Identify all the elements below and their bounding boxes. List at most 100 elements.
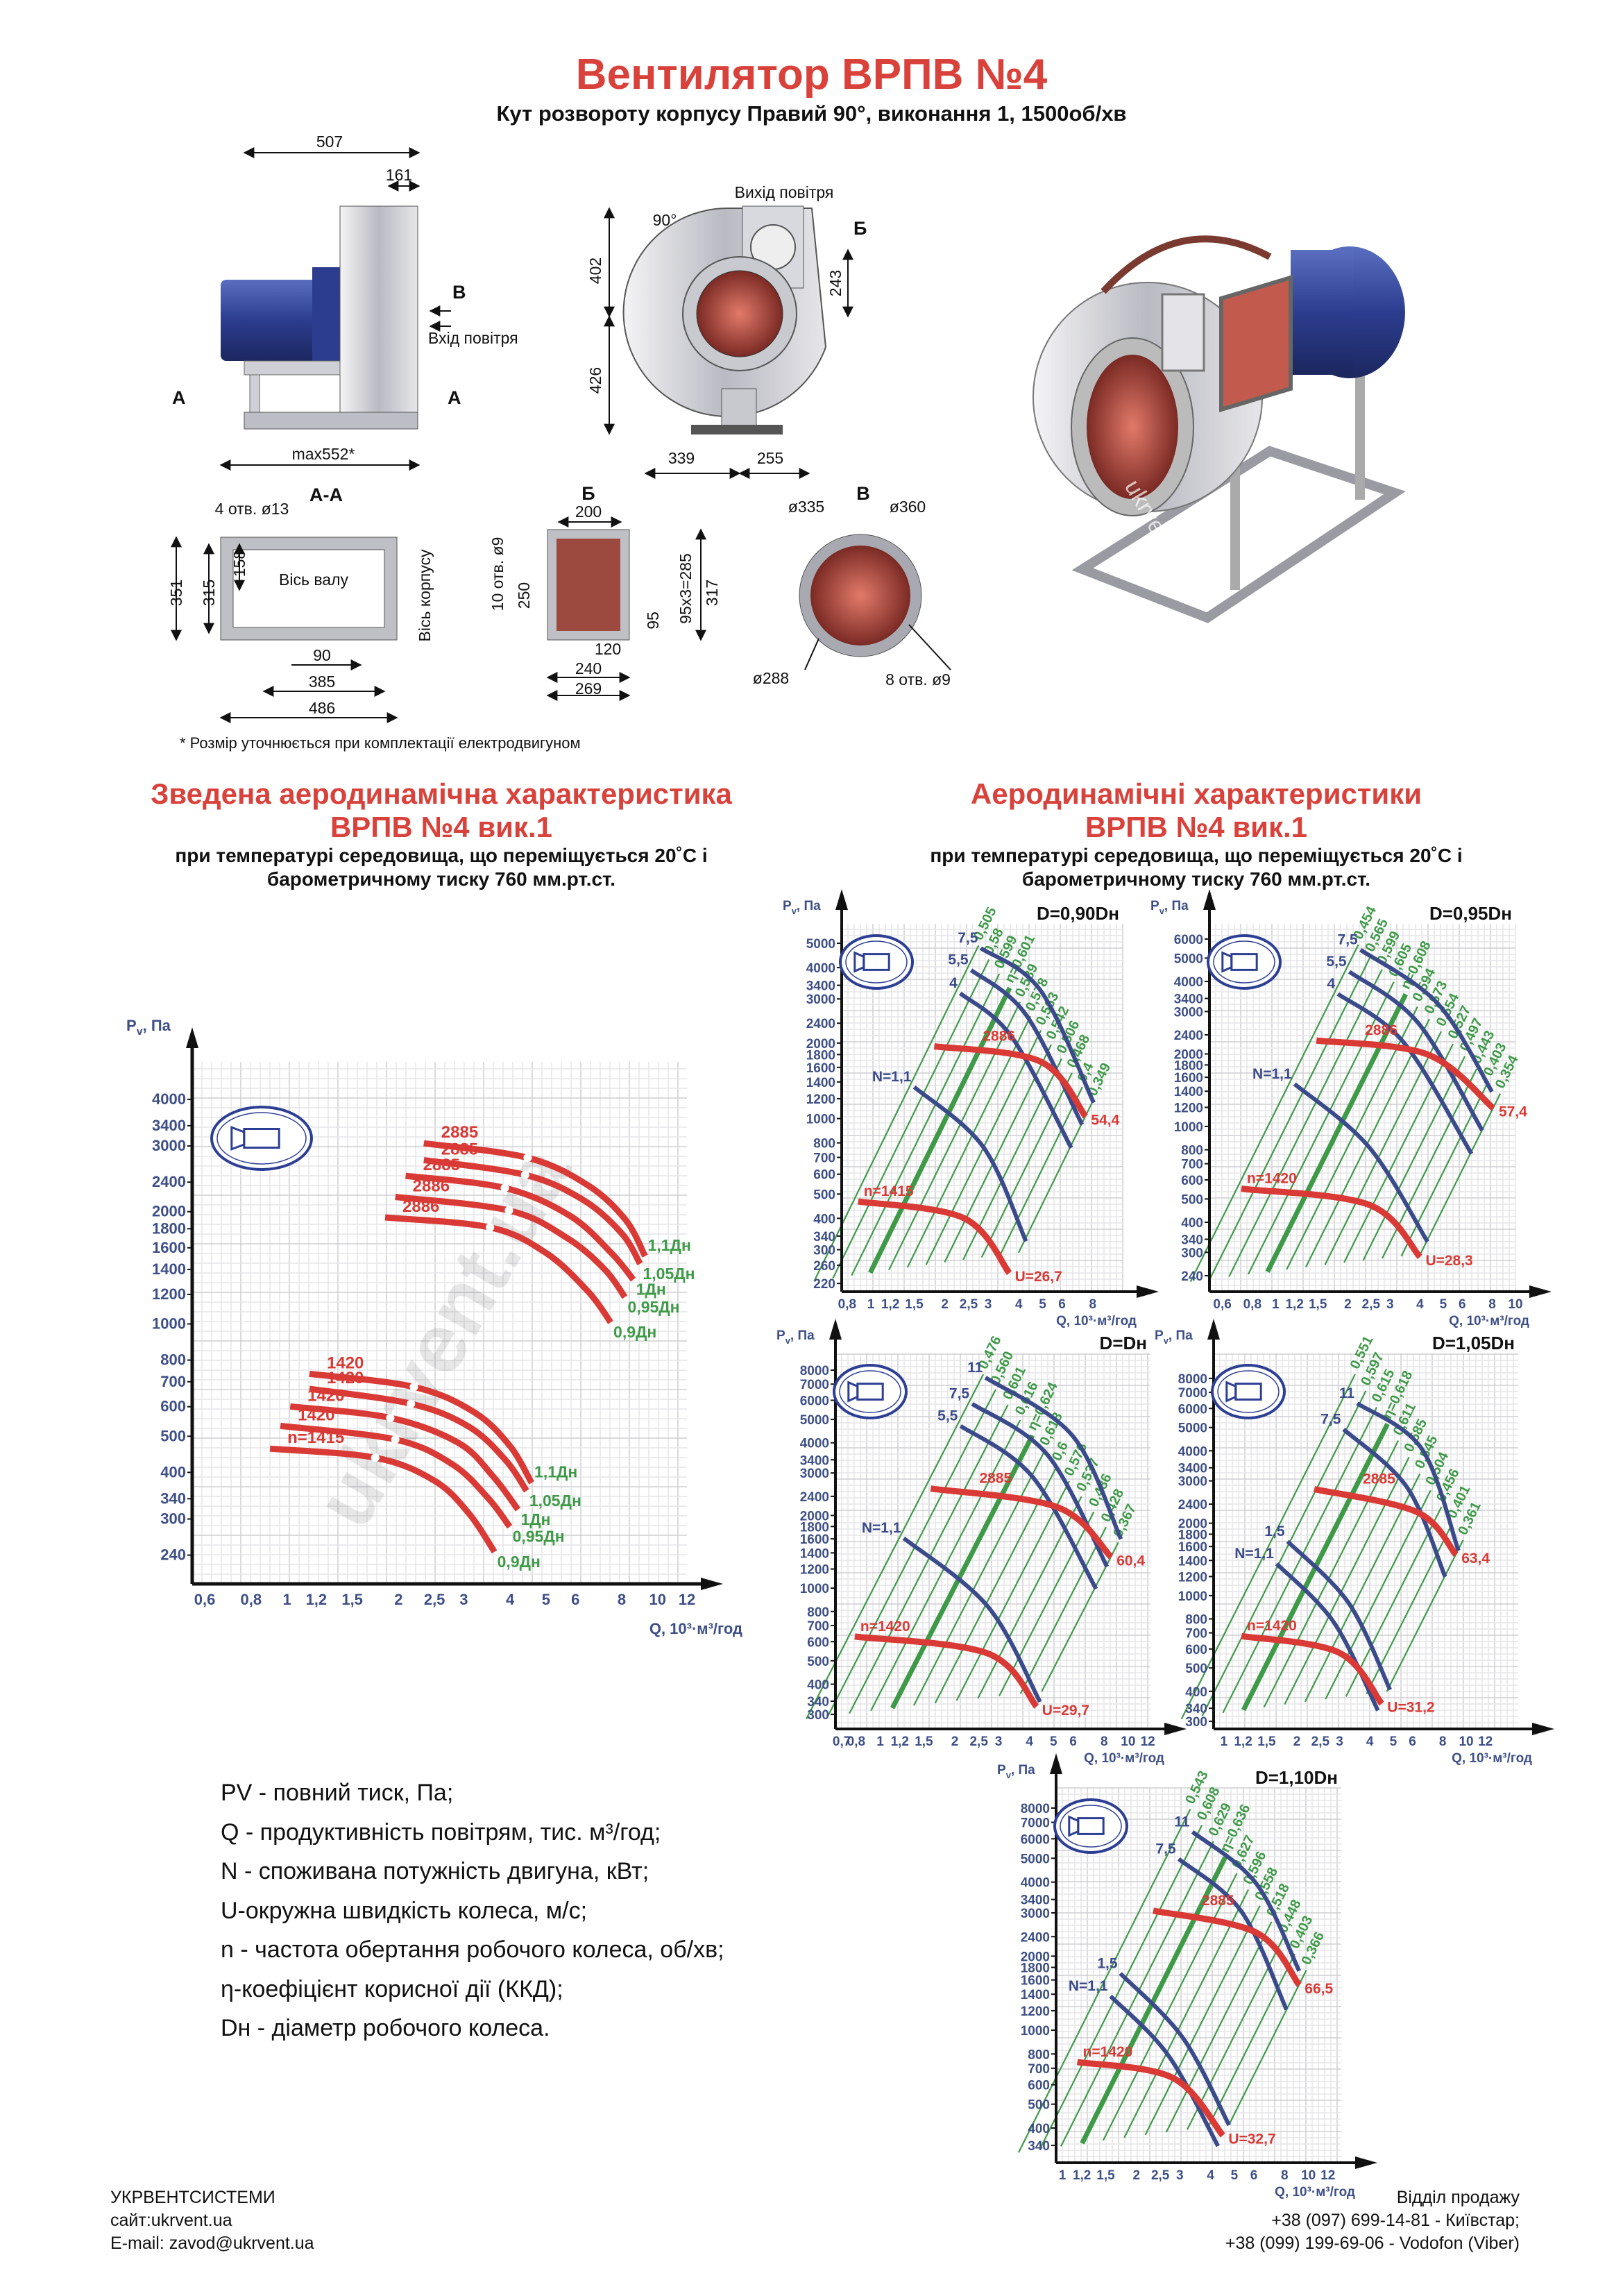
performance-curve <box>423 1140 648 1258</box>
footnote: * Розмір уточнюється при комплектації ел… <box>180 734 581 752</box>
section-aa-title: А-А <box>309 484 343 505</box>
y-axis-arrow-icon <box>1207 1319 1220 1340</box>
power-label: 5,5 <box>1326 954 1347 970</box>
dimension-158: 158 <box>230 550 248 577</box>
x-tick-label: 2 <box>1132 2168 1140 2183</box>
y-tick-label: 1400 <box>1174 1085 1203 1099</box>
lab-stamp-logo <box>1211 1364 1286 1419</box>
x-tick-label: 6 <box>571 1591 579 1608</box>
efficiency-line <box>999 1511 1095 1696</box>
y-tick-label: 800 <box>1181 1144 1203 1158</box>
efficiency-line <box>1180 1374 1356 1720</box>
speed-label: 2885 <box>441 1140 478 1158</box>
efficiency-line <box>934 1465 1058 1704</box>
y-tick-label: 5000 <box>806 937 835 952</box>
x-tick-label: 1,5 <box>915 1734 933 1749</box>
y-tick-label: 1600 <box>806 1061 835 1076</box>
dimension-486: 486 <box>309 699 335 717</box>
power-curve <box>1191 1830 1301 1973</box>
y-tick-label: 2000 <box>1021 1950 1050 1964</box>
dimension-269: 269 <box>575 679 602 698</box>
x-tick-label: 3 <box>995 1734 1003 1749</box>
dimension-d288: ø288 <box>753 669 789 687</box>
dimension-351: 351 <box>167 580 185 606</box>
speed-label: 2885 <box>441 1123 478 1142</box>
phone-vodafone[interactable]: +38 (099) 199-69-06 - Vodofon (Viber) <box>1225 2234 1520 2253</box>
section-b: Б 200 10 отв. ø9 250 95 95x3=285 317 120… <box>488 483 721 701</box>
power-label: 5,5 <box>937 1408 958 1424</box>
x-tick-label: 0,8 <box>1243 1297 1261 1312</box>
efficiency-line <box>1345 1506 1443 1697</box>
x-axis-arrow-icon <box>1532 1723 1554 1735</box>
y-tick-label: 1600 <box>1174 1071 1203 1086</box>
speed-label: 2886 <box>402 1197 439 1216</box>
x-tick-label: 1 <box>876 1734 884 1749</box>
x-tick-label: 5 <box>1440 1297 1447 1312</box>
y-tick-label: 4000 <box>800 1437 829 1451</box>
power-label: 11 <box>1174 1814 1190 1830</box>
efficiency-line <box>832 959 990 1279</box>
y-tick-label: 240 <box>160 1546 186 1564</box>
x-axis-label: Q, 10³·м³/год <box>649 1620 742 1637</box>
legend-item-dn: Dн - діаметр робочого колеса. <box>221 2015 550 2041</box>
speed-label: 2886 <box>1365 1022 1397 1038</box>
performance-curve <box>309 1385 529 1493</box>
x-tick-label: 1,2 <box>1234 1734 1252 1749</box>
dimension-243: 243 <box>826 270 844 296</box>
speed-label: 1420 <box>327 1353 364 1372</box>
x-tick-label: 1,5 <box>1309 1297 1327 1312</box>
efficiency-line <box>955 1480 1070 1701</box>
operating-point <box>386 1413 395 1422</box>
y-tick-label: 700 <box>1028 2062 1050 2077</box>
efficiency-line <box>1362 1056 1466 1261</box>
y-tick-label: 4000 <box>1178 1444 1207 1459</box>
efficiency-line <box>1019 1526 1107 1694</box>
chart-title: D=Dн <box>1100 1333 1147 1353</box>
power-curve <box>1342 1428 1447 1578</box>
y-tick-label: 8000 <box>1021 1802 1050 1816</box>
operating-point <box>504 1206 513 1215</box>
diameter-label: 0,95Дн <box>628 1298 680 1316</box>
email-link[interactable]: E-mail: zavod@ukrvent.ua <box>110 2234 314 2253</box>
x-tick-label: 1 <box>1221 1734 1228 1749</box>
y-axis-arrow-icon <box>1050 1753 1062 1774</box>
x-tick-label: 10 <box>1459 1734 1473 1749</box>
diameter-label: 1Дн <box>636 1281 666 1299</box>
x-tick-label: 1 <box>867 1297 875 1312</box>
tip-speed-label: U=31,2 <box>1387 1700 1434 1716</box>
website-link[interactable]: сайт:ukrvent.ua <box>110 2211 232 2230</box>
y-tick-label: 2400 <box>152 1173 186 1190</box>
dimension-317: 317 <box>703 580 721 606</box>
dimension-240: 240 <box>575 659 602 677</box>
y-tick-label: 3000 <box>806 993 835 1007</box>
power-label: 7,5 <box>949 1386 970 1402</box>
x-tick-label: 8 <box>1488 1297 1496 1312</box>
efficiency-line <box>1222 1407 1378 1714</box>
diameter-label: 1,05Дн <box>643 1265 695 1283</box>
efficiency-line <box>1123 1889 1250 2138</box>
y-tick-label: 7000 <box>1021 1816 1050 1831</box>
x-tick-label: 2,5 <box>1151 2168 1170 2183</box>
operating-point <box>500 1183 509 1192</box>
legend-item-eta: η-коефіцієнт корисної дії (ККД); <box>221 1975 563 2002</box>
y-tick-label: 3400 <box>1021 1893 1050 1908</box>
efficiency-line <box>1060 1841 1214 2147</box>
y-tick-label: 220 <box>813 1277 835 1292</box>
speed-label: n=1420 <box>860 1619 910 1635</box>
chart-d100: 0,4760,5600,6010,616η=0,6240,6180,60,576… <box>776 1319 1187 1766</box>
efficiency-line <box>1228 969 1383 1277</box>
speed-label: 1420 <box>298 1406 334 1424</box>
phone-kyivstar[interactable]: +38 (097) 699-14-81 - Київстар; <box>1271 2211 1520 2230</box>
performance-curve <box>405 1172 636 1282</box>
chart-grid <box>1214 1353 1518 1729</box>
dimension-d335: ø335 <box>788 498 824 516</box>
power-label: 11 <box>1339 1385 1355 1401</box>
side-view: 507 161 В Вхід повітря А А max552* <box>172 133 518 471</box>
speed-curve <box>1153 1907 1302 1987</box>
efficiency-line <box>1209 956 1371 1280</box>
legend-item-n-speed: n - частота обертання робочого колеса, о… <box>221 1936 724 1963</box>
diameter-label: 1,1Дн <box>648 1236 691 1254</box>
y-tick-label: 1800 <box>806 1048 835 1063</box>
x-tick-label: 10 <box>1301 2168 1316 2183</box>
x-axis-label: Q, 10³·м³/год <box>1275 2185 1355 2200</box>
